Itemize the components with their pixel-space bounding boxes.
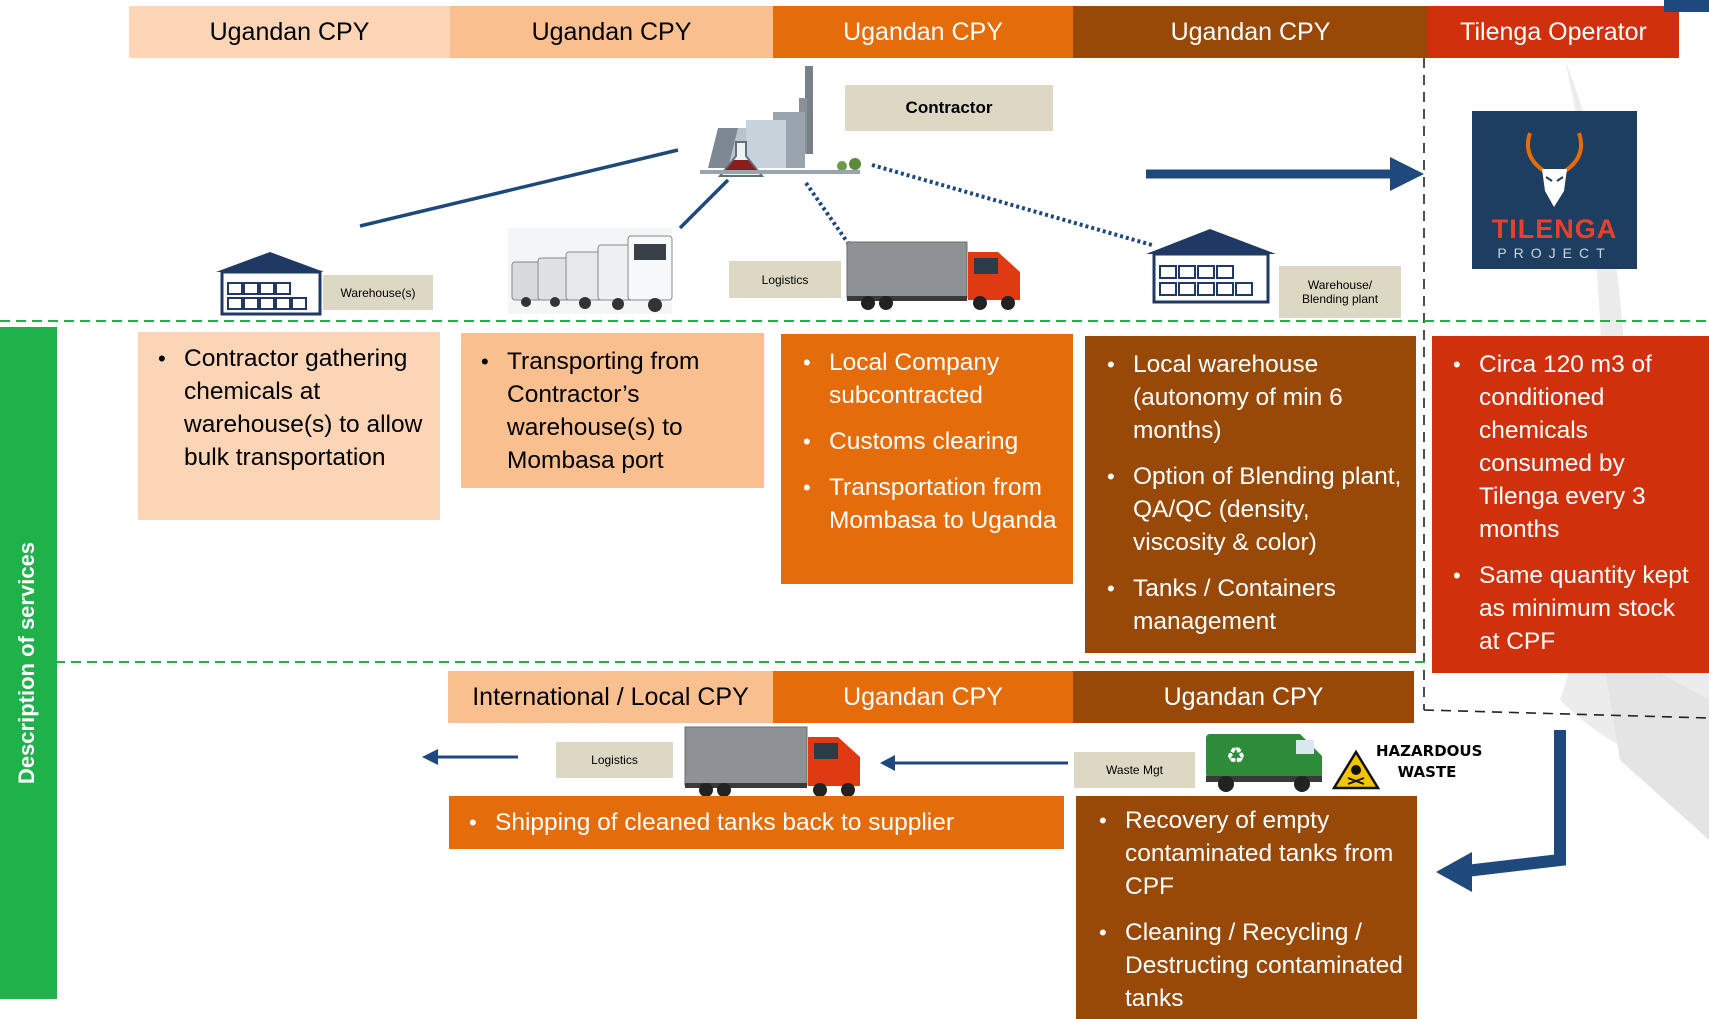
tilenga-logo-title: TILENGA <box>1491 214 1618 244</box>
recovery-box: Recovery of empty contaminated tanks fro… <box>1076 796 1417 1019</box>
desc-box-4-item: Tanks / Containers management <box>1107 572 1408 638</box>
desc-box-5-item: Same quantity kept as minimum stock at C… <box>1453 559 1699 658</box>
header-col-2: Ugandan CPY <box>450 6 773 58</box>
shipping-box: Shipping of cleaned tanks back to suppli… <box>449 796 1064 849</box>
blending-label: Warehouse/ Blending plant <box>1279 266 1401 318</box>
blending-label-line2: Blending plant <box>1301 292 1379 306</box>
header-col-3: Ugandan CPY <box>773 6 1073 58</box>
hazard-label-line2: WASTE <box>1397 763 1457 781</box>
blending-label-line1: Warehouse/ <box>1307 278 1373 292</box>
tilenga-logo: TILENGA PROJECT <box>1472 111 1637 269</box>
logistics-label: Logistics <box>729 261 841 298</box>
shipping-box-item: Shipping of cleaned tanks back to suppli… <box>469 806 1064 839</box>
desc-box-1-item: Contractor gathering chemicals at wareho… <box>158 342 440 474</box>
bottom-header-col-1: International / Local CPY <box>448 671 773 723</box>
desc-box-5: Circa 120 m3 of conditioned chemicals co… <box>1432 336 1709 673</box>
antelope-icon <box>1525 132 1584 207</box>
hazard-label-line1: HAZARDOUS <box>1376 742 1483 760</box>
header-col-4: Ugandan CPY <box>1073 6 1428 58</box>
desc-box-2: Transporting from Contractor’s warehouse… <box>461 333 764 488</box>
tilenga-logo-subtitle: PROJECT <box>1497 245 1612 261</box>
bottom-header-col-2: Ugandan CPY <box>773 671 1073 723</box>
desc-box-4: Local warehouse (autonomy of min 6 month… <box>1085 336 1416 653</box>
side-bar <box>0 327 57 999</box>
desc-box-3-item: Transportation from Mombasa to Uganda <box>803 471 1073 537</box>
recovery-box-item: Recovery of empty contaminated tanks fro… <box>1099 804 1407 903</box>
bottom-header-col-3: Ugandan CPY <box>1073 671 1414 723</box>
corner-accent <box>1664 0 1709 12</box>
desc-box-4-item: Local warehouse (autonomy of min 6 month… <box>1107 348 1408 447</box>
recovery-box-item: Cleaning / Recycling / Destructing conta… <box>1099 916 1407 1015</box>
contractor-label: Contractor <box>845 85 1053 131</box>
desc-box-3-item: Local Company subcontracted <box>803 346 1073 412</box>
desc-box-3: Local Company subcontracted Customs clea… <box>781 334 1073 584</box>
header-operator: Tilenga Operator <box>1428 6 1679 58</box>
desc-box-3-item: Customs clearing <box>803 425 1073 458</box>
desc-box-1: Contractor gathering chemicals at wareho… <box>138 332 440 520</box>
desc-box-4-item: Option of Blending plant, QA/QC (density… <box>1107 460 1408 559</box>
header-col-1: Ugandan CPY <box>129 6 450 58</box>
warehouse-label: Warehouse(s) <box>323 275 433 310</box>
desc-box-2-item: Transporting from Contractor’s warehouse… <box>481 345 764 477</box>
logistics-return-label: Logistics <box>556 742 673 778</box>
recycle-icon: ♻ <box>1226 744 1246 769</box>
hazard-label: HAZARDOUS WASTE <box>1376 741 1483 783</box>
desc-box-5-item: Circa 120 m3 of conditioned chemicals co… <box>1453 348 1699 546</box>
waste-mgt-label: Waste Mgt <box>1074 752 1195 788</box>
